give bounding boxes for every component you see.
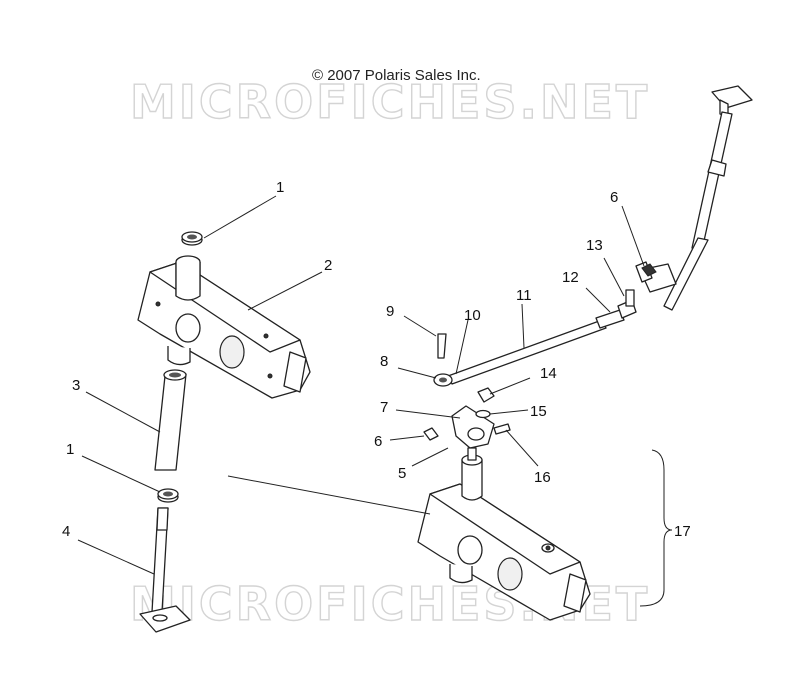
leader-lines: [77, 195, 673, 607]
callout-17: 17: [674, 523, 691, 540]
callout-16: 16: [534, 469, 551, 486]
callout-13: 13: [586, 237, 603, 254]
callout-14: 14: [540, 365, 557, 382]
callout-6-lower: 6: [374, 433, 382, 450]
tie-rod-assembly: [433, 289, 637, 387]
callout-1-upper: 1: [276, 179, 284, 196]
callout-4: 4: [62, 523, 70, 540]
callout-8: 8: [380, 353, 388, 370]
callout-9: 9: [386, 303, 394, 320]
steering-column: [635, 85, 753, 311]
callout-7: 7: [380, 399, 388, 416]
callout-3: 3: [72, 377, 80, 394]
copyright-text: © 2007 Polaris Sales Inc.: [312, 67, 481, 84]
washer-15: [475, 409, 491, 419]
callout-11: 11: [516, 287, 532, 304]
watermark-top: MICROFICHES.NET: [130, 75, 650, 129]
nut-6-upper: [641, 263, 657, 277]
frame-bracket-lower: [417, 447, 591, 621]
callout-10: 10: [464, 307, 481, 324]
nut-14: [477, 387, 495, 403]
bushing-upper: [181, 231, 203, 246]
bolt-16: [493, 423, 511, 435]
callout-12: 12: [562, 269, 579, 286]
callout-6-upper: 6: [610, 189, 618, 206]
callout-5: 5: [398, 465, 406, 482]
spindle-shaft: [139, 507, 191, 633]
frame-bracket-upper: [137, 255, 311, 399]
bushing-lower: [157, 488, 179, 503]
callout-2: 2: [324, 257, 332, 274]
tube: [154, 369, 187, 471]
callout-15: 15: [530, 403, 547, 420]
callout-1-lower: 1: [66, 441, 74, 458]
pitman-arm: [451, 405, 495, 449]
nut-6-lower: [423, 427, 439, 441]
